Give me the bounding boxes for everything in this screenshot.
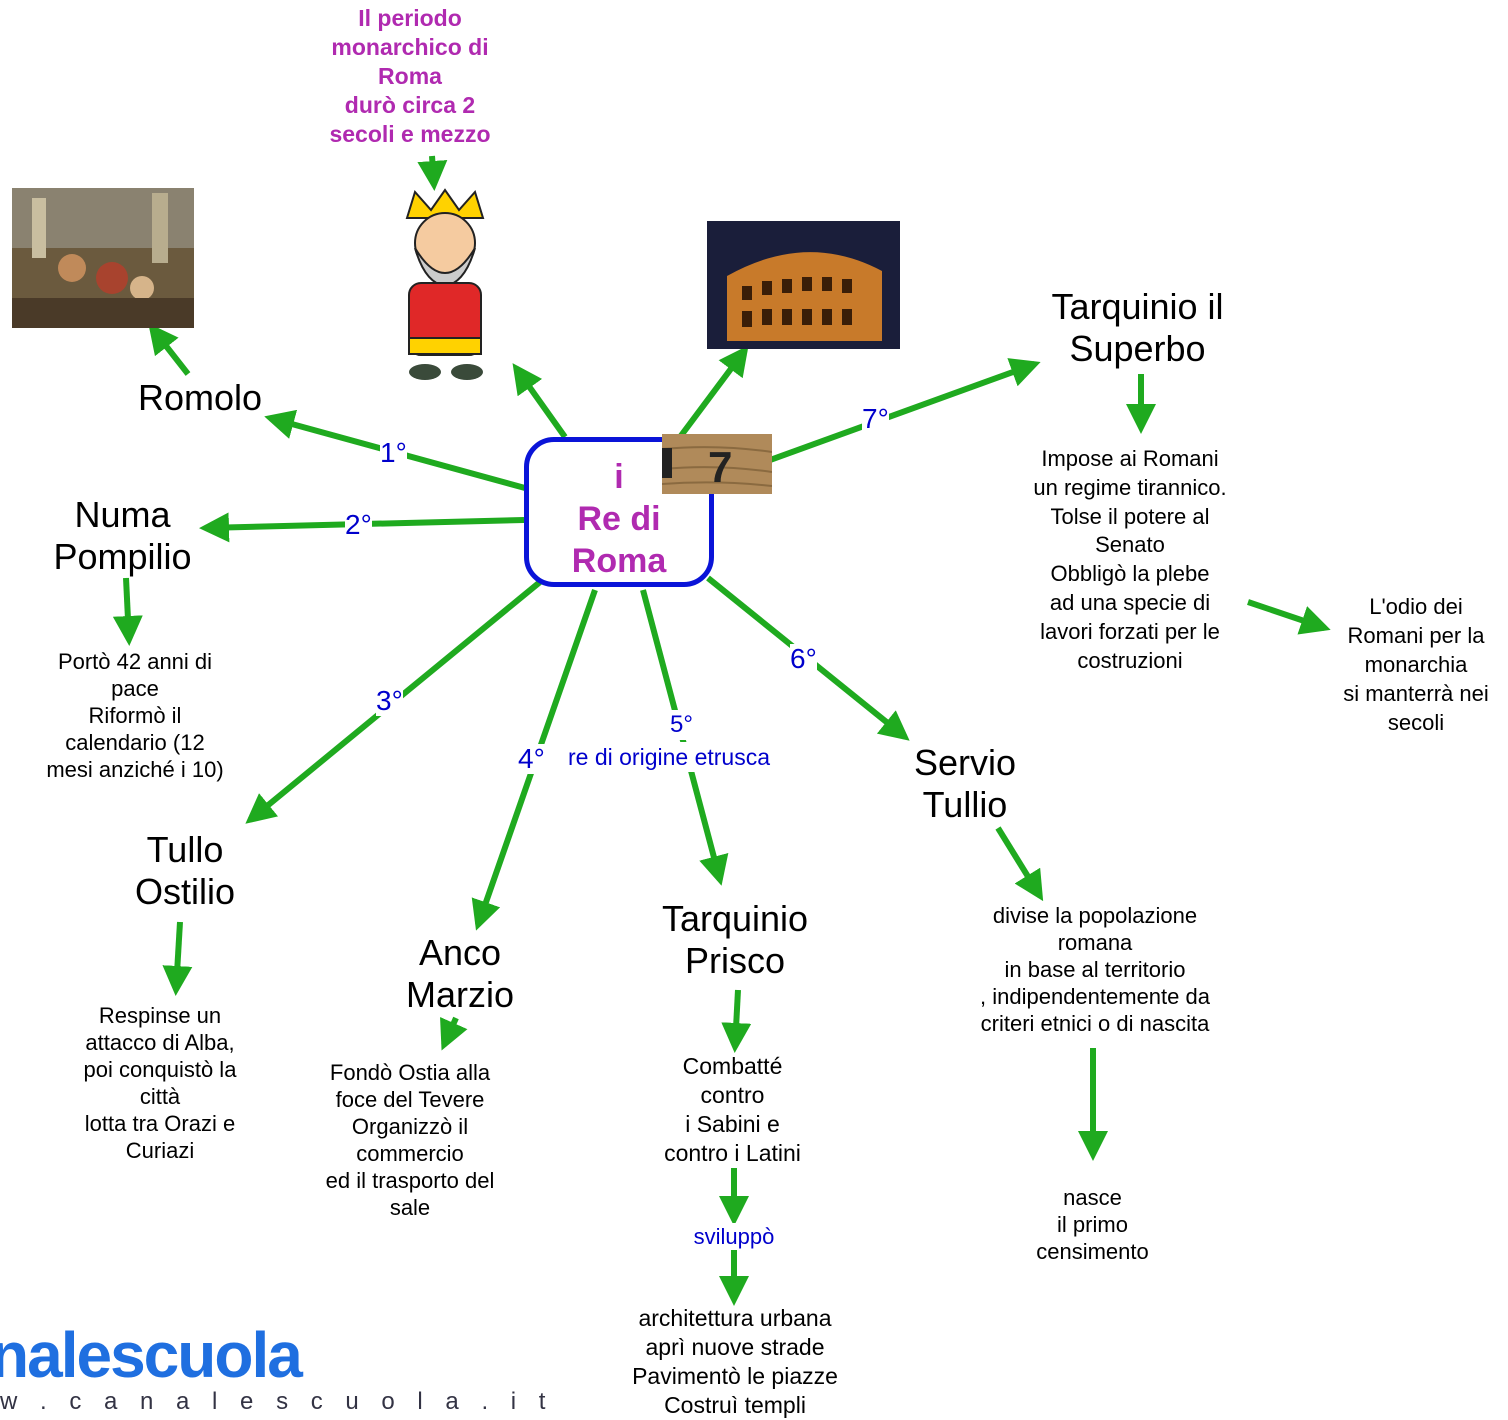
intro-note: Il periodo monarchico di Roma durò circa… [329, 5, 491, 147]
king-anco-marzio: Anco Marzio [405, 932, 515, 1015]
painting-romulus-image [12, 188, 194, 328]
order-label-7: 7° [862, 403, 889, 434]
king-tarquinio-prisco: Tarquinio Prisco [661, 898, 809, 981]
prisco-link-label: sviluppò [675, 1223, 793, 1250]
canalescuola-url: w . c a n a l e s c u o l a . i t [0, 1388, 554, 1415]
king-cartoon-icon [405, 188, 485, 380]
servio-description: divise la popolazione romana in base al … [980, 903, 1210, 1036]
superbo-description: Impose ai Romani un regime tirannico. To… [1033, 446, 1227, 673]
wood-number-seven-image: 7 [662, 434, 772, 494]
king-romolo: Romolo [137, 377, 263, 418]
order-label-2: 2° [345, 509, 372, 540]
numa-description: Portò 42 anni di pace Riformò il calenda… [46, 649, 224, 782]
wood-number-seven-icon: 7 [662, 434, 772, 494]
king-servio-tullio: Servio Tullio [913, 742, 1017, 825]
order-label-6: 6° [790, 643, 817, 674]
painting-romulus-icon [12, 188, 194, 328]
order-label-1: 1° [380, 437, 407, 468]
canalescuola-logo: nalescuola [0, 1319, 303, 1391]
order-label-4: 4° [518, 743, 545, 774]
superbo-result: L'odio dei Romani per la monarchia si ma… [1343, 594, 1489, 735]
colosseum-image [707, 221, 900, 349]
number-seven-text: 7 [708, 443, 732, 492]
king-tullo-ostilio: Tullo Ostilio [134, 829, 236, 912]
anco-description: Fondò Ostia alla foce del Tevere Organiz… [325, 1060, 495, 1220]
colosseum-icon [707, 221, 900, 349]
king-tarquinio-il-superbo: Tarquinio il Superbo [1051, 286, 1224, 369]
order-label-3: 3° [376, 685, 403, 716]
tullo-description: Respinse un attacco di Alba, poi conquis… [83, 1003, 237, 1163]
king-cartoon-image [385, 188, 503, 383]
servio-result: nasce il primo censimento [1036, 1185, 1149, 1264]
order-label-5: 5° [670, 710, 693, 740]
prisco-description: Combatté contro i Sabini e contro i Lati… [664, 1053, 801, 1166]
etruscan-label: re di origine etrusca [568, 742, 770, 772]
king-numa-pompilio: Numa Pompilio [53, 494, 192, 577]
central-title: i Re di Roma [571, 458, 667, 580]
prisco-result: architettura urbana aprì nuove strade Pa… [632, 1305, 838, 1418]
